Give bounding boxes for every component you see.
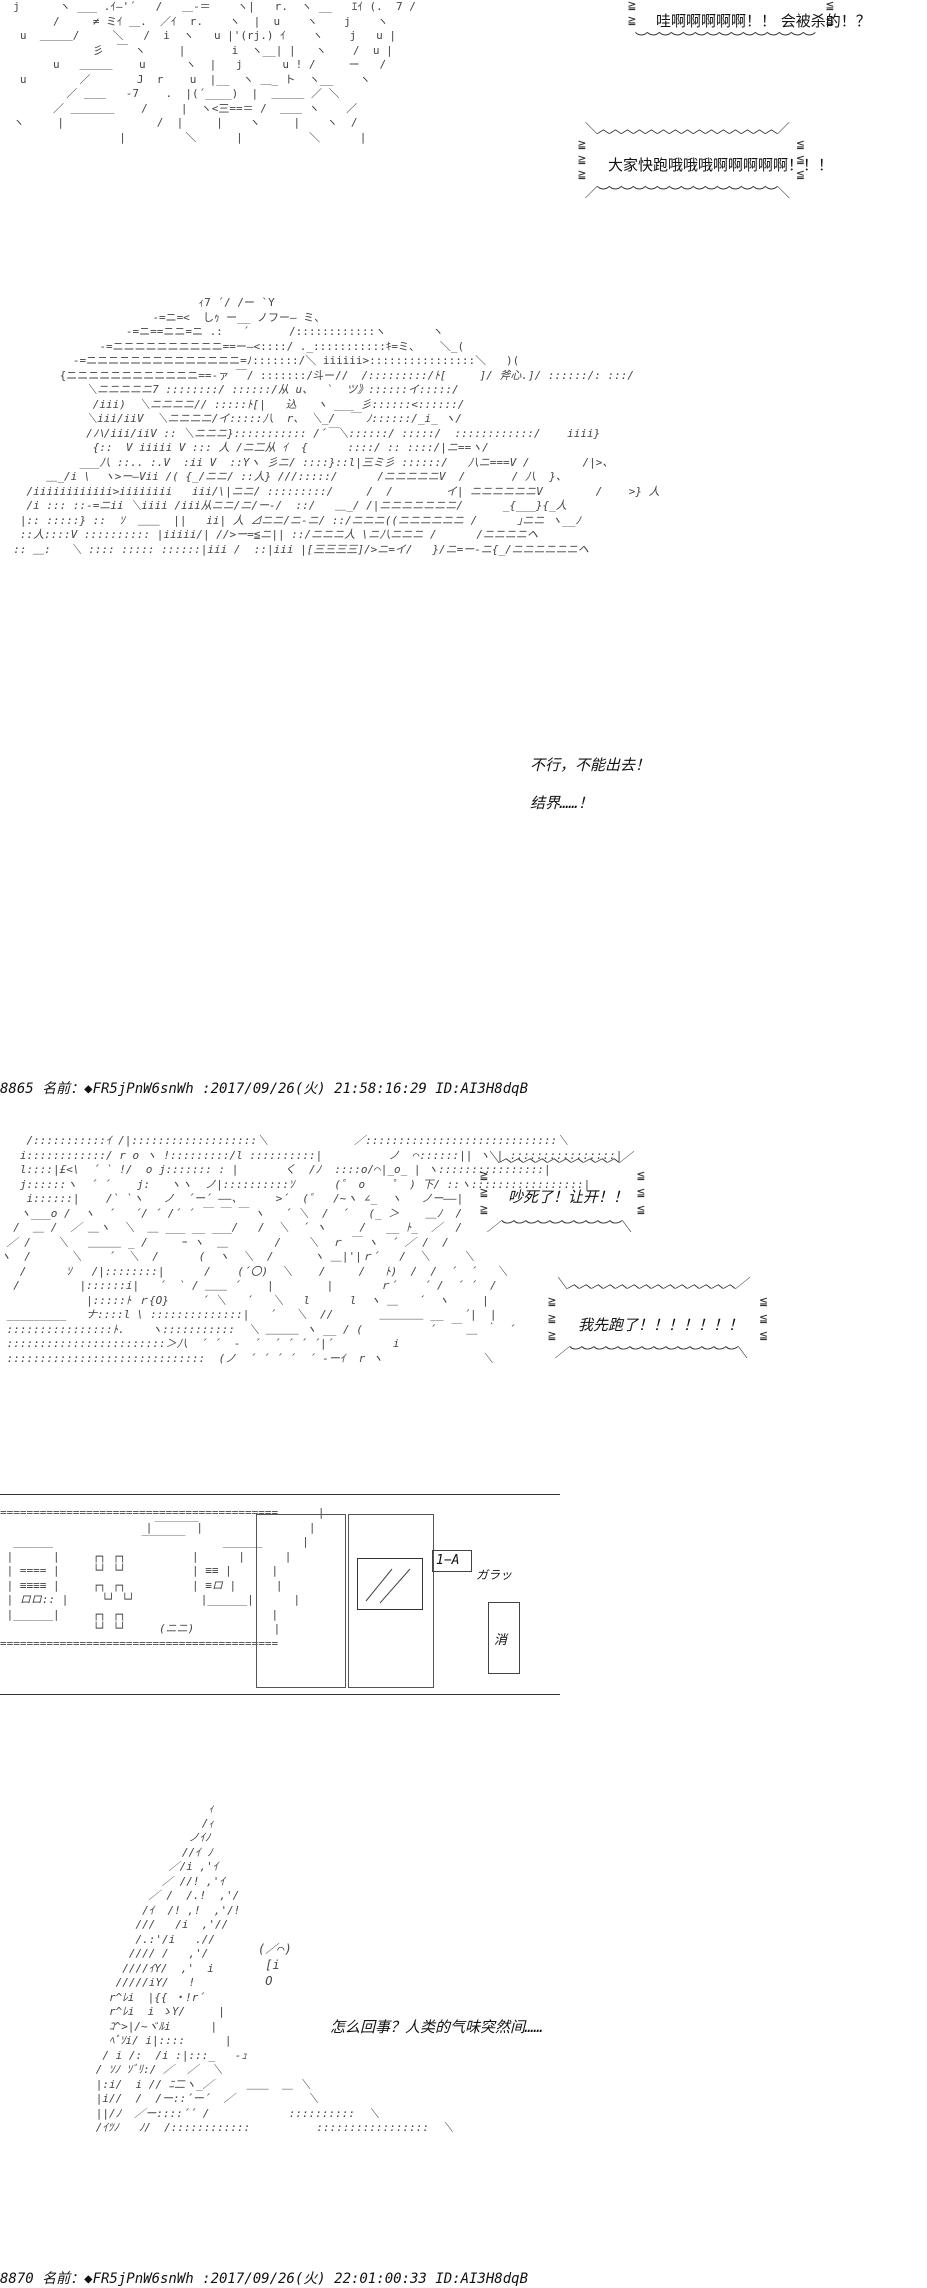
hallway-bottom-border <box>0 1694 560 1695</box>
bubble-left-frame: ＼︿︿︿︿︿︿︿︿︿︿／ ≧ ≦ ≧ ≦ ≧ ≦ ／︶︶︶︶︶︶︶︶︶︶＼ <box>480 1151 645 1235</box>
class-sign-label: 1−A <box>436 1553 460 1568</box>
ascii-art-crowd: j ヽ ___ .ｲ―'´ / ＿-＝ ヽ| r. ヽ __ ｴｲ (. 7 /… <box>13 0 416 144</box>
speech-line-1: 不行，不能出去！ <box>530 756 651 774</box>
classroom-door-right <box>348 1514 434 1688</box>
classroom-door <box>256 1514 346 1688</box>
door-window <box>357 1558 423 1610</box>
bubble-right-text: 我先跑了！！！！！！！ <box>578 1316 744 1334</box>
bubble-top-frame: ≧ ≦ ≧ ≦ ︶︶︶︶︶︶︶︶︶︶︶︶︶︶︶ <box>628 0 834 47</box>
door-sound-effect: ガラッ <box>476 1568 513 1582</box>
bubble-left-text: 吵死了！让开！！ <box>508 1188 629 1206</box>
bubble-right-frame: ＼︿︿︿︿︿︿︿︿︿︿︿︿︿︿／ ≧ ≦ ≧ ≦ ≧ ≦ ／︶︶︶︶︶︶︶︶︶︶… <box>548 1277 767 1361</box>
fire-extinguisher-label: 消 <box>494 1633 508 1648</box>
ascii-art-silhouette: ｨ /ｨ ノｲﾉ //ｲ ﾉ ／/i ,'ｲ ／ //! ,'ｲ ／ / /.!… <box>95 1802 454 2135</box>
fire-extinguisher-box <box>488 1602 520 1674</box>
class-sign <box>432 1550 472 1572</box>
ascii-art-small-figure: (／⌒) [i O <box>258 1942 292 1988</box>
post-header-2: 8870 名前：◆FR5jPnW6snWh :2017/09/26(火) 22:… <box>0 2271 529 2287</box>
ascii-art-character-large: ｨ7 ´/ /ー `Y -=ニ=< しｩ ー__ ノフー― ミ、 -=ニ==ニニ… <box>0 296 767 2287</box>
hallway-top-border <box>0 1494 560 1495</box>
ascii-art-bulletin-board: ========================================… <box>0 1506 325 1650</box>
speech-line-2: 结界……！ <box>530 794 594 812</box>
bubble-bottom-text: 大家快跑哦哦哦啊啊啊啊啊！！！ <box>608 156 834 174</box>
panel5-speech: 怎么回事？人类的气味突然间…… <box>330 2018 544 2036</box>
bubble-top-text: 哇啊啊啊啊啊！！ 会被杀的！？ <box>656 12 871 30</box>
bubble-bottom-frame: ＼︿︿︿︿︿︿︿︿︿︿︿︿︿︿︿／ ≧ ≦ ≧ ≦ ≧ ≦ ／︶︶︶︶︶︶︶︶︶… <box>578 122 804 201</box>
post-header-1: 8865 名前：◆FR5jPnW6snWh :2017/09/26(火) 21:… <box>0 1081 529 1097</box>
window-glare-icon <box>365 1568 411 1604</box>
ascii-art-two-characters: /:::::::::::ｲ /|:::::::::::::::::::＼ ／::… <box>0 1134 623 1365</box>
